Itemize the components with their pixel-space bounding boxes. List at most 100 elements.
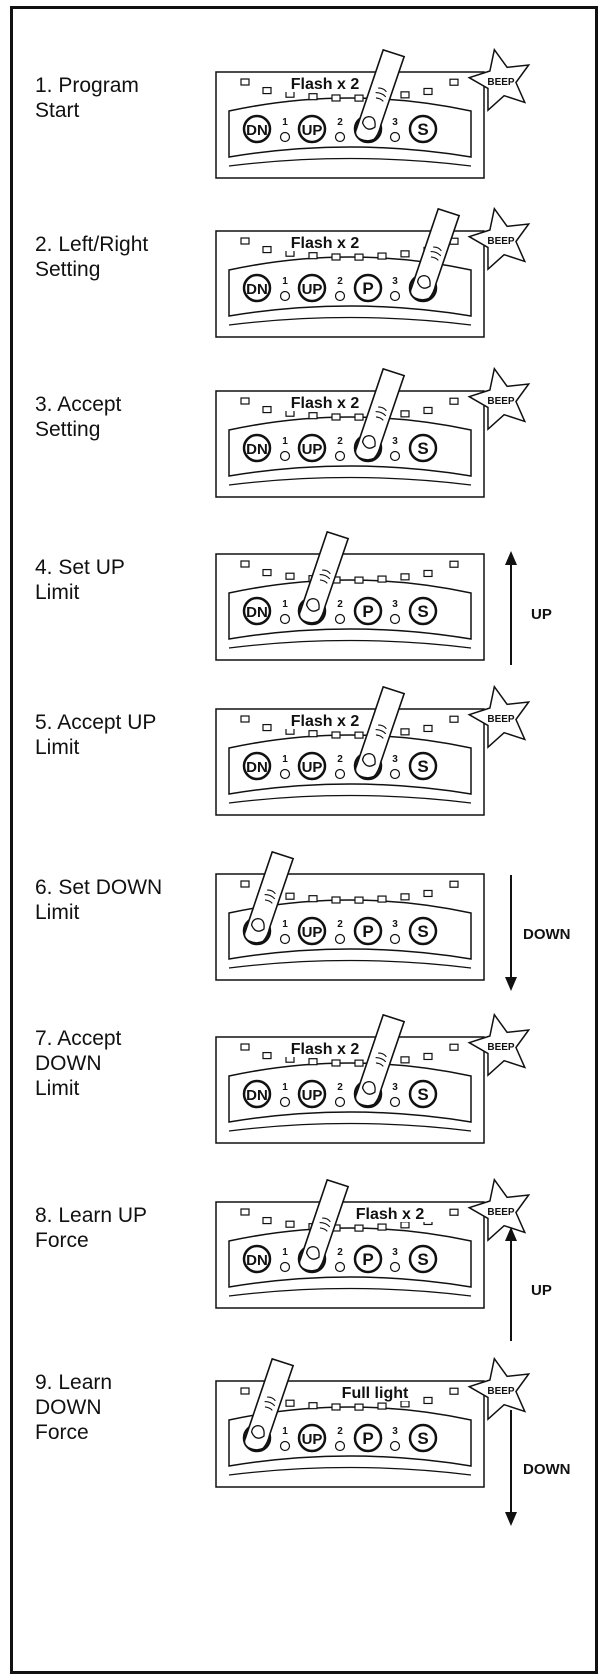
beep-burst-icon: BEEP [467, 1012, 531, 1077]
button-dn[interactable] [242, 1244, 272, 1274]
button-p[interactable] [353, 596, 383, 626]
button-dn[interactable] [242, 273, 272, 303]
indicator-light [334, 768, 346, 780]
led-indicator [262, 86, 272, 95]
button-dn[interactable] [242, 751, 272, 781]
button-s[interactable] [408, 1244, 438, 1274]
step-label-line: 3. Accept [35, 393, 122, 416]
indicator-light [334, 1440, 346, 1452]
control-panel: Flash x 2DNUPPS123 [215, 685, 487, 818]
arrow-label: DOWN [523, 926, 571, 943]
indicator-number: 3 [392, 276, 398, 287]
status-banner: Full light [342, 1385, 409, 1402]
button-dn[interactable] [242, 596, 272, 626]
finger-press-icon [298, 530, 350, 624]
banner-backdrop [277, 234, 373, 251]
led-indicator [449, 1208, 459, 1216]
arrow-up-icon [505, 551, 517, 565]
arrow-label: DOWN [523, 1461, 571, 1478]
led-indicator [240, 78, 250, 86]
led-indicator [400, 728, 410, 736]
led-indicator [240, 880, 250, 888]
control-panel: Flash x 2DNUPPS123 [215, 207, 487, 340]
button-p[interactable] [353, 1244, 383, 1274]
button-s[interactable] [408, 433, 438, 463]
button-s[interactable] [408, 114, 438, 144]
beep-label: BEEP [487, 1042, 515, 1053]
button-p[interactable] [353, 1423, 383, 1453]
indicator-light [389, 1096, 401, 1108]
led-indicator [423, 569, 433, 578]
led-indicator [449, 1043, 459, 1051]
led-indicator [331, 896, 341, 904]
led-indicator [423, 406, 433, 415]
step-label-line: Start [35, 99, 80, 122]
indicator-light [389, 290, 401, 302]
button-s[interactable] [408, 916, 438, 946]
indicator-number: 3 [392, 919, 398, 930]
beep-label: BEEP [487, 1207, 515, 1218]
beep-burst-icon: BEEP [467, 47, 531, 112]
led-indicator [449, 715, 459, 723]
led-indicator [240, 1387, 250, 1395]
button-up[interactable] [297, 114, 327, 144]
banner-backdrop [327, 1384, 423, 1401]
indicator-number: 3 [392, 1426, 398, 1437]
led-indicator [449, 560, 459, 568]
button-up[interactable] [297, 273, 327, 303]
button-label: DN [246, 1252, 268, 1269]
button-label: UP [302, 759, 323, 776]
indicator-number: 3 [392, 1247, 398, 1258]
button-label: P [362, 1250, 373, 1269]
button-p[interactable] [353, 916, 383, 946]
beep-label: BEEP [487, 714, 515, 725]
led-indicator [377, 575, 387, 583]
button-label: S [417, 1429, 428, 1448]
button-s[interactable] [408, 596, 438, 626]
banner-backdrop [277, 712, 373, 729]
step-label-line: Limit [35, 901, 80, 924]
button-label: S [417, 602, 428, 621]
led-indicator [308, 1058, 318, 1066]
led-indicator [377, 1223, 387, 1231]
indicator-light [334, 1261, 346, 1273]
panel-lower-curve [228, 157, 472, 167]
button-label: UP [302, 1087, 323, 1104]
button-dn[interactable] [242, 433, 272, 463]
led-indicator [262, 1216, 272, 1225]
led-indicator [400, 573, 410, 581]
finger-press-icon [243, 1357, 295, 1451]
led-indicator [423, 724, 433, 733]
button-up[interactable] [297, 433, 327, 463]
indicator-light [389, 131, 401, 143]
button-dn[interactable] [242, 114, 272, 144]
finger-press-icon [354, 685, 406, 779]
button-up[interactable] [297, 1423, 327, 1453]
button-s[interactable] [408, 1079, 438, 1109]
button-label: P [362, 279, 373, 298]
indicator-number: 3 [392, 599, 398, 610]
button-p[interactable] [353, 273, 383, 303]
direction-arrow-down: DOWN [499, 1402, 589, 1532]
indicator-number: 1 [282, 1247, 288, 1258]
step-label-line: DOWN [35, 1396, 102, 1419]
finger-press-icon [354, 1013, 406, 1107]
button-up[interactable] [297, 916, 327, 946]
button-label: S [417, 439, 428, 458]
step-label-line: 7. Accept [35, 1027, 122, 1050]
button-dn[interactable] [242, 1079, 272, 1109]
led-indicator [331, 94, 341, 102]
control-panel: Flash x 2DNUPPS123 [215, 1013, 487, 1146]
beep-burst-icon: BEEP [467, 1177, 531, 1242]
control-panel: Full lightDNUPPS123 [215, 1357, 487, 1490]
button-s[interactable] [408, 1423, 438, 1453]
button-up[interactable] [297, 1079, 327, 1109]
button-s[interactable] [408, 751, 438, 781]
button-up[interactable] [297, 751, 327, 781]
